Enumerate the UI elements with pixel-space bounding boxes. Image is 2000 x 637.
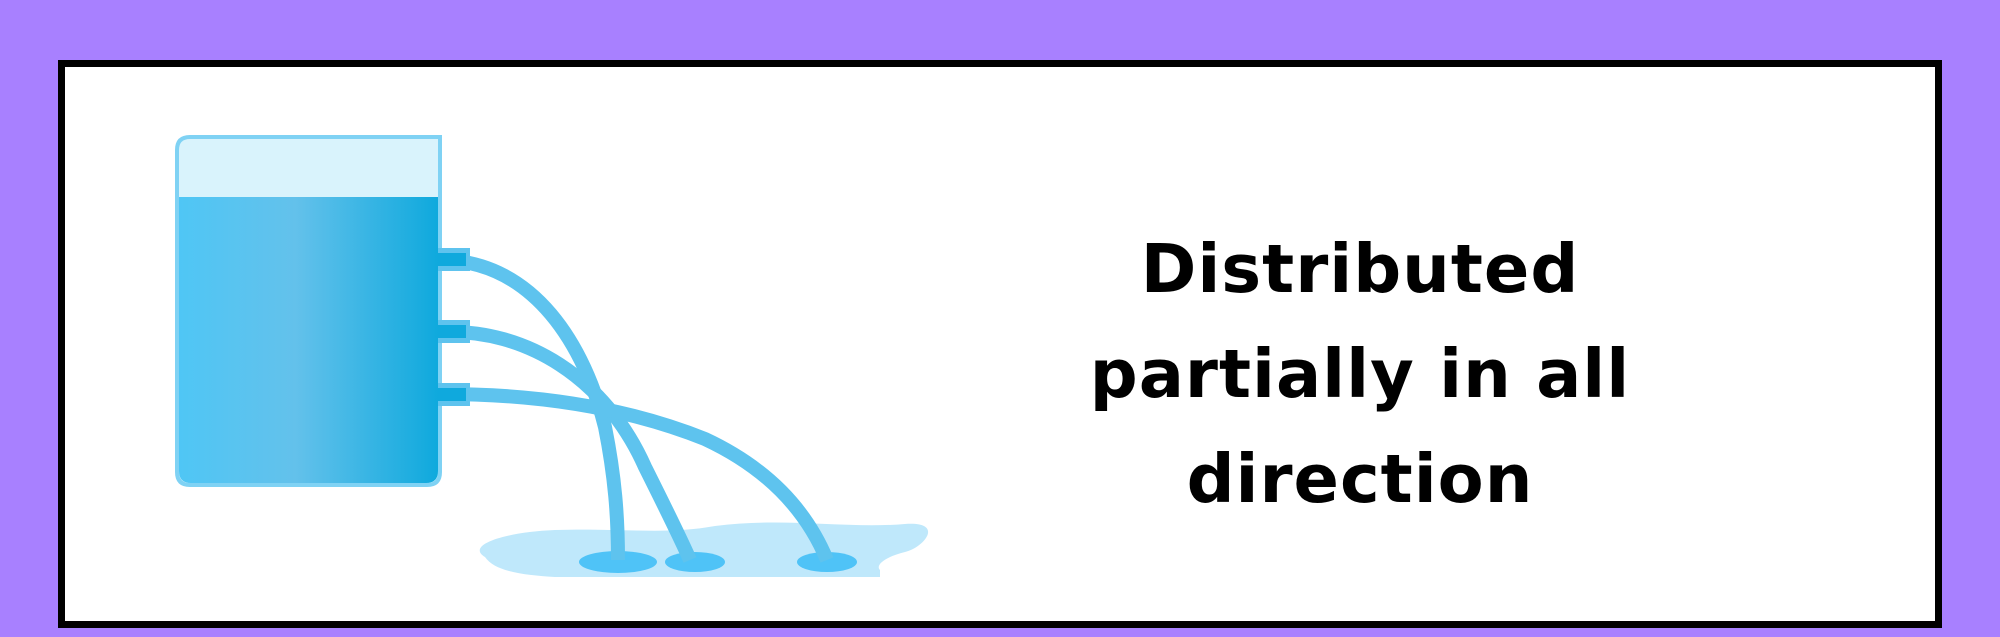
caption-line-3: direction — [1186, 440, 1534, 518]
container-water-fill — [179, 197, 438, 483]
caption-line-2: partially in all — [1089, 335, 1631, 413]
water-jets-icon — [442, 253, 834, 563]
water-container-icon — [175, 135, 470, 487]
puddle-splash-3 — [797, 552, 857, 572]
diagram-frame: Distributed partially in all direction — [58, 60, 1942, 628]
water-puddle-icon — [479, 522, 929, 577]
caption-text: Distributed partially in all direction — [1075, 217, 1645, 532]
caption-line-1: Distributed — [1140, 230, 1580, 308]
puddle-splash-2 — [665, 552, 725, 572]
jet-middle — [442, 324, 697, 563]
jet-bottom — [442, 387, 834, 563]
puddle-splash-1 — [579, 551, 657, 573]
water-container-illustration — [175, 135, 929, 577]
